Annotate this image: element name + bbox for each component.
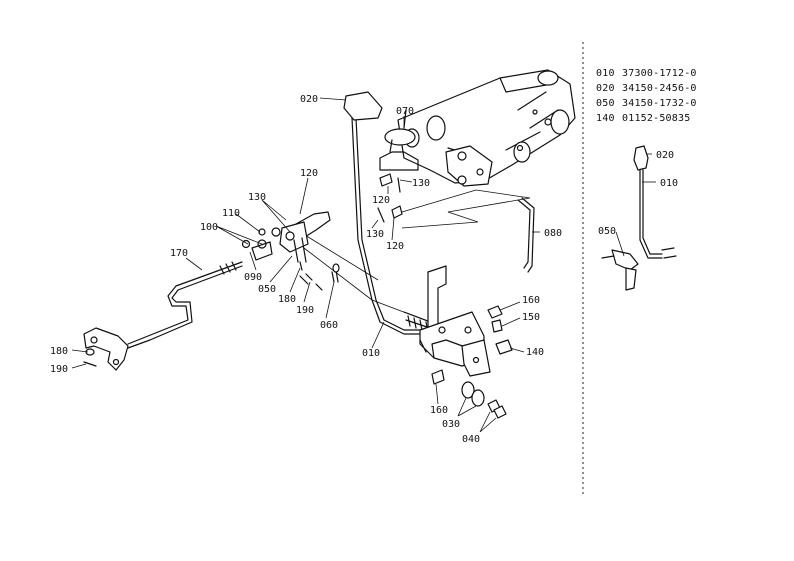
callout-020: 020	[656, 150, 674, 161]
callout-040: 040	[462, 434, 480, 445]
legend-part-0: 37300-1712-0	[622, 68, 697, 79]
alignment-lines	[299, 189, 531, 323]
callout-100: 100	[200, 222, 218, 233]
pedal-arm-bracket	[83, 327, 129, 371]
rod-080	[517, 197, 535, 273]
callout-labels: 020 070 130 120 130 120 080 120 130 110 …	[50, 94, 678, 445]
callout-130: 130	[412, 178, 430, 189]
callout-090: 090	[244, 272, 262, 283]
callout-120: 120	[372, 195, 390, 206]
upper-lever-assembly	[241, 211, 340, 283]
callout-180: 180	[278, 294, 296, 305]
callout-140: 140	[526, 347, 544, 358]
callout-180: 180	[50, 346, 68, 357]
legend-ref-1: 020	[596, 83, 615, 94]
mounting-bracket	[419, 265, 491, 377]
callout-050: 050	[598, 226, 616, 237]
callout-050: 050	[258, 284, 276, 295]
parts-legend: 010 37300-1712-0 020 34150-2456-0 050 34…	[596, 68, 697, 124]
legend-ref-0: 010	[596, 68, 615, 79]
legend-part-2: 34150-1732-0	[622, 98, 697, 109]
transmission-housing	[397, 69, 576, 187]
callout-130: 130	[366, 229, 384, 240]
callout-120: 120	[386, 241, 404, 252]
inset-lever	[601, 145, 677, 291]
rod-170	[127, 261, 243, 349]
callout-080: 080	[544, 228, 562, 239]
legend-ref-3: 140	[596, 113, 615, 124]
shift-lever-010	[343, 91, 437, 335]
legend-ref-2: 050	[596, 98, 615, 109]
callout-190: 190	[296, 305, 314, 316]
callout-160: 160	[522, 295, 540, 306]
legend-part-1: 34150-2456-0	[622, 83, 697, 94]
callout-190: 190	[50, 364, 68, 375]
callout-060: 060	[320, 320, 338, 331]
callout-130: 130	[248, 192, 266, 203]
callout-150: 150	[522, 312, 540, 323]
callout-030: 030	[442, 419, 460, 430]
callout-170: 170	[170, 248, 188, 259]
knob-070	[379, 109, 419, 171]
callout-010: 010	[362, 348, 380, 359]
callout-120: 120	[300, 168, 318, 179]
callout-070: 070	[396, 106, 414, 117]
callout-110: 110	[222, 208, 240, 219]
callout-010: 010	[660, 178, 678, 189]
hardware-right	[377, 173, 513, 419]
callout-020: 020	[300, 94, 318, 105]
callout-160: 160	[430, 405, 448, 416]
leader-lines	[71, 97, 656, 433]
legend-part-3: 01152-50835	[622, 113, 690, 124]
